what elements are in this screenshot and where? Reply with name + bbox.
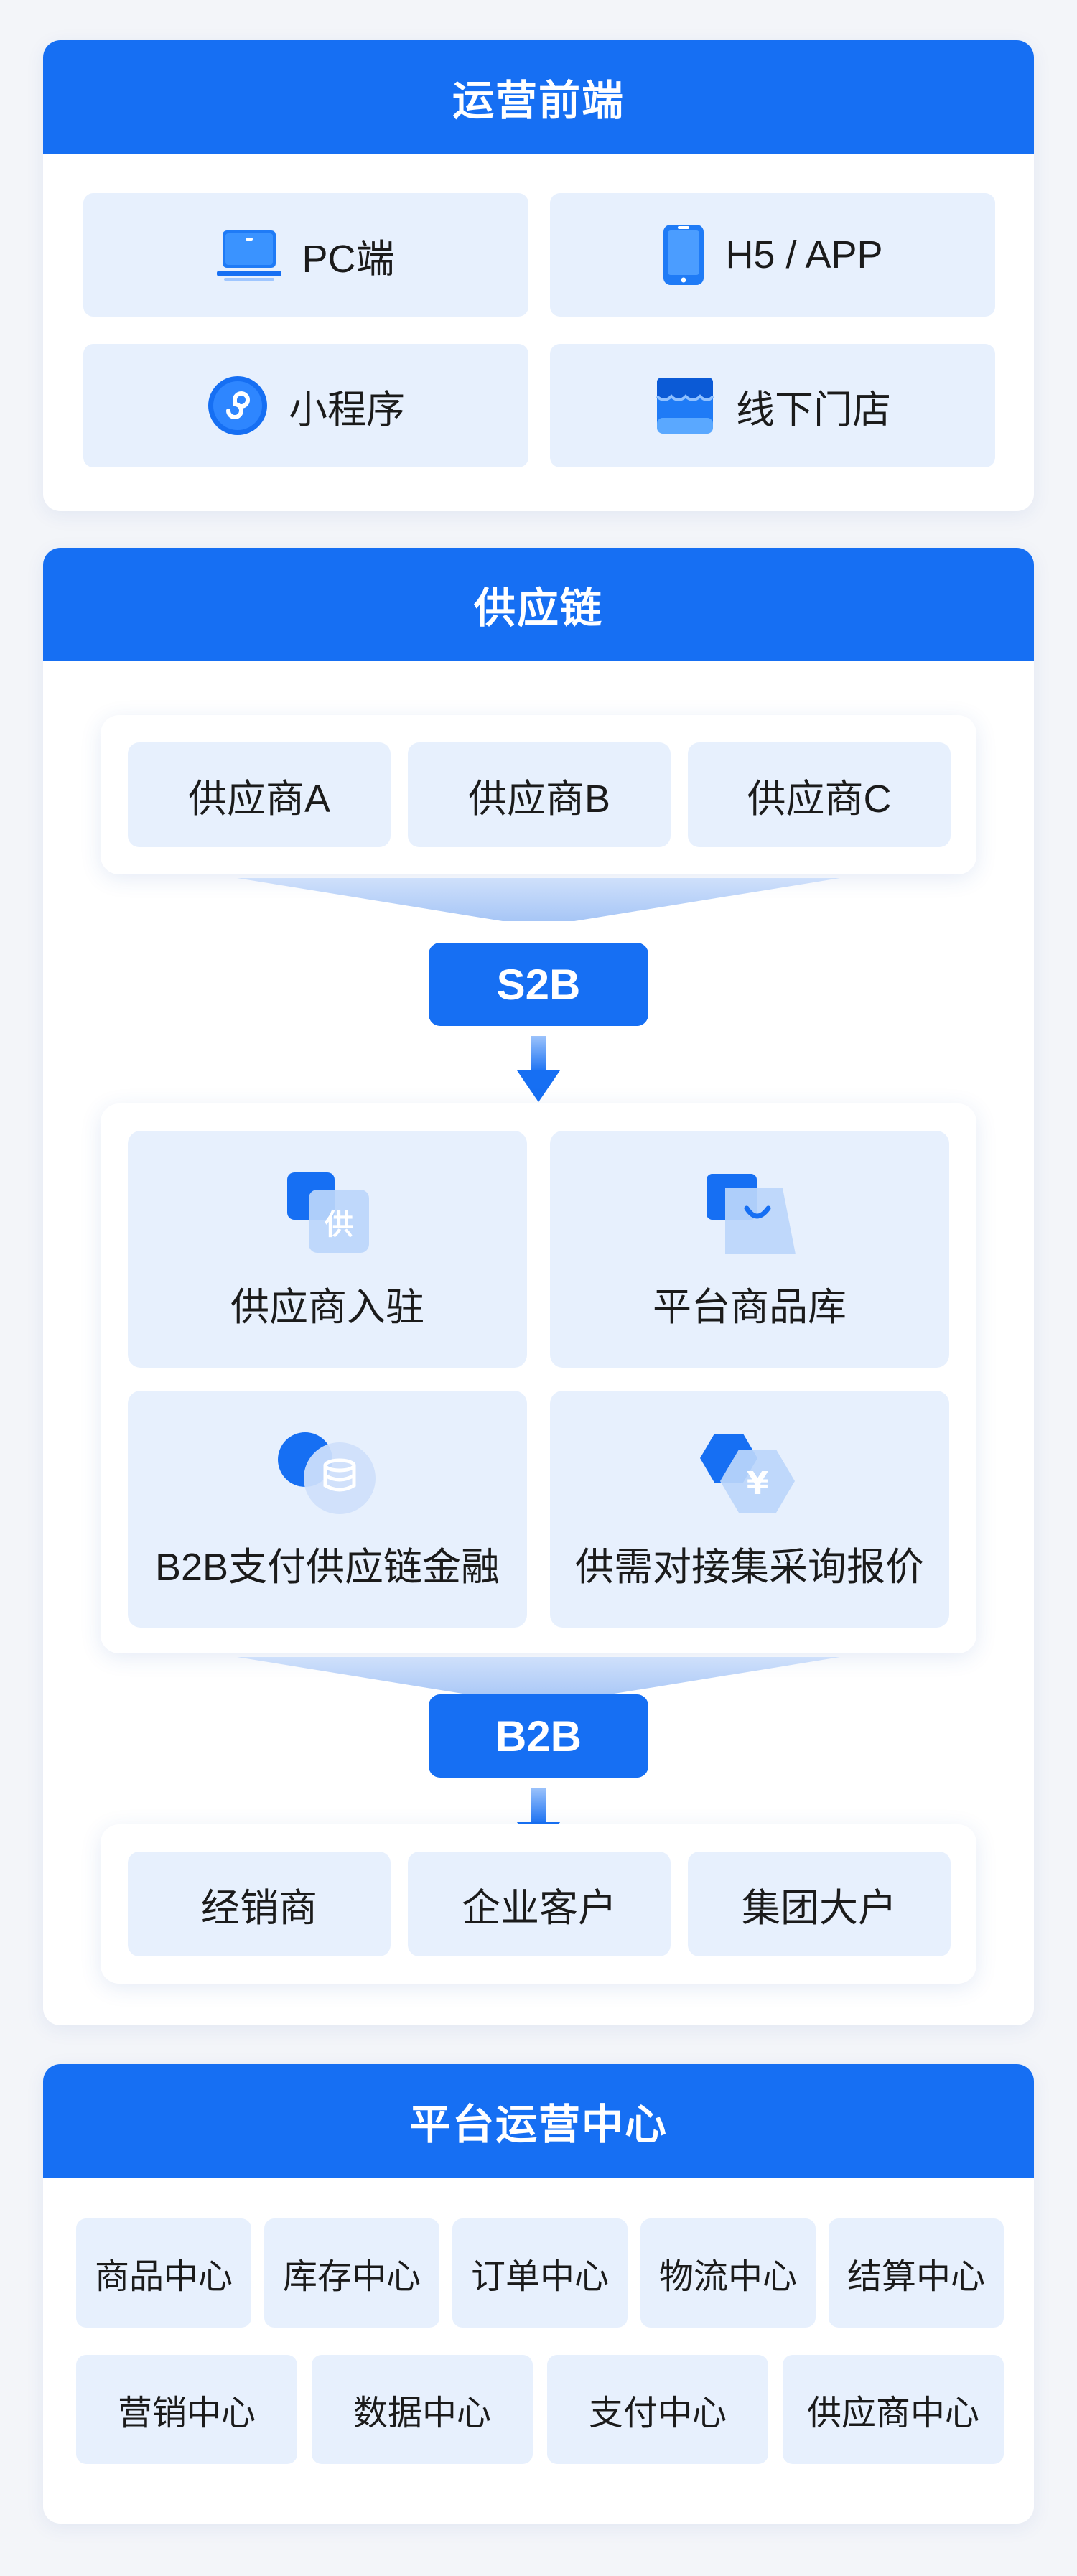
supply-chain-section: 供应链 供应商A 供应商B 供应商C S2B	[43, 548, 1034, 2025]
tile-mini-program-label: 小程序	[289, 388, 405, 431]
finance-coins-icon	[274, 1428, 381, 1521]
feature-product-library[interactable]: 平台商品库	[550, 1131, 949, 1368]
ops-data-center[interactable]: 数据中心	[312, 2355, 533, 2464]
mobile-phone-icon	[662, 223, 705, 286]
funnel-glow-bottom	[237, 1657, 840, 1700]
supply-chain-title: 供应链	[43, 548, 1034, 661]
ops-marketing-center[interactable]: 营销中心	[76, 2355, 297, 2464]
tile-offline-store[interactable]: 线下门店	[550, 344, 995, 467]
front-end-section: 运营前端 PC端 H5 / APP	[43, 40, 1034, 511]
ops-logistics-center[interactable]: 物流中心	[640, 2218, 816, 2328]
supplier-c[interactable]: 供应商C	[688, 742, 951, 847]
supplier-b[interactable]: 供应商B	[408, 742, 671, 847]
customer-enterprise[interactable]: 企业客户	[408, 1852, 671, 1956]
supplier-a[interactable]: 供应商A	[128, 742, 391, 847]
b2b-button[interactable]: B2B	[429, 1694, 648, 1778]
operations-center-section: 平台运营中心 商品中心 库存中心 订单中心 物流中心 结算中心 营销中心 数据中…	[43, 2064, 1034, 2524]
suppliers-panel: 供应商A 供应商B 供应商C	[101, 715, 976, 874]
feature-supply-demand-quote-label: 供需对接集采询报价	[575, 1546, 924, 1589]
feature-supplier-entry[interactable]: 供 供应商入驻	[128, 1131, 527, 1368]
ops-supplier-center[interactable]: 供应商中心	[783, 2355, 1004, 2464]
feature-b2b-finance-label: B2B支付供应链金融	[154, 1546, 500, 1589]
feature-supply-demand-quote[interactable]: ¥ 供需对接集采询报价	[550, 1391, 949, 1628]
features-panel: 供 供应商入驻 平台商品库	[101, 1103, 976, 1653]
front-end-title: 运营前端	[43, 40, 1034, 154]
tile-h5-app-label: H5 / APP	[725, 233, 883, 276]
s2b-button[interactable]: S2B	[429, 943, 648, 1026]
arrow-down-icon	[516, 1036, 561, 1103]
product-library-icon	[699, 1168, 800, 1261]
operations-center-title: 平台运营中心	[43, 2064, 1034, 2178]
tile-offline-store-label: 线下门店	[736, 388, 891, 431]
supplier-entry-glyph: 供	[325, 1208, 353, 1241]
ops-settlement-center[interactable]: 结算中心	[829, 2218, 1004, 2328]
feature-product-library-label: 平台商品库	[653, 1286, 847, 1329]
feature-supplier-entry-label: 供应商入驻	[230, 1286, 424, 1329]
mini-program-icon	[207, 375, 269, 437]
ops-payment-center[interactable]: 支付中心	[547, 2355, 768, 2464]
ops-product-center[interactable]: 商品中心	[76, 2218, 251, 2328]
yen-quote-icon: ¥	[696, 1428, 803, 1521]
feature-b2b-finance[interactable]: B2B支付供应链金融	[128, 1391, 527, 1628]
customers-panel: 经销商 企业客户 集团大户	[101, 1824, 976, 1984]
store-icon	[654, 375, 716, 437]
tile-pc-label: PC端	[302, 237, 395, 281]
supplier-entry-icon: 供	[277, 1168, 378, 1261]
customer-distributor[interactable]: 经销商	[128, 1852, 391, 1956]
tile-pc[interactable]: PC端	[83, 193, 528, 317]
laptop-icon	[217, 226, 282, 284]
yen-glyph: ¥	[747, 1465, 769, 1502]
ops-order-center[interactable]: 订单中心	[452, 2218, 628, 2328]
tile-mini-program[interactable]: 小程序	[83, 344, 528, 467]
tile-h5-app[interactable]: H5 / APP	[550, 193, 995, 317]
customer-group[interactable]: 集团大户	[688, 1852, 951, 1956]
ops-inventory-center[interactable]: 库存中心	[264, 2218, 439, 2328]
funnel-glow-top	[237, 878, 840, 921]
